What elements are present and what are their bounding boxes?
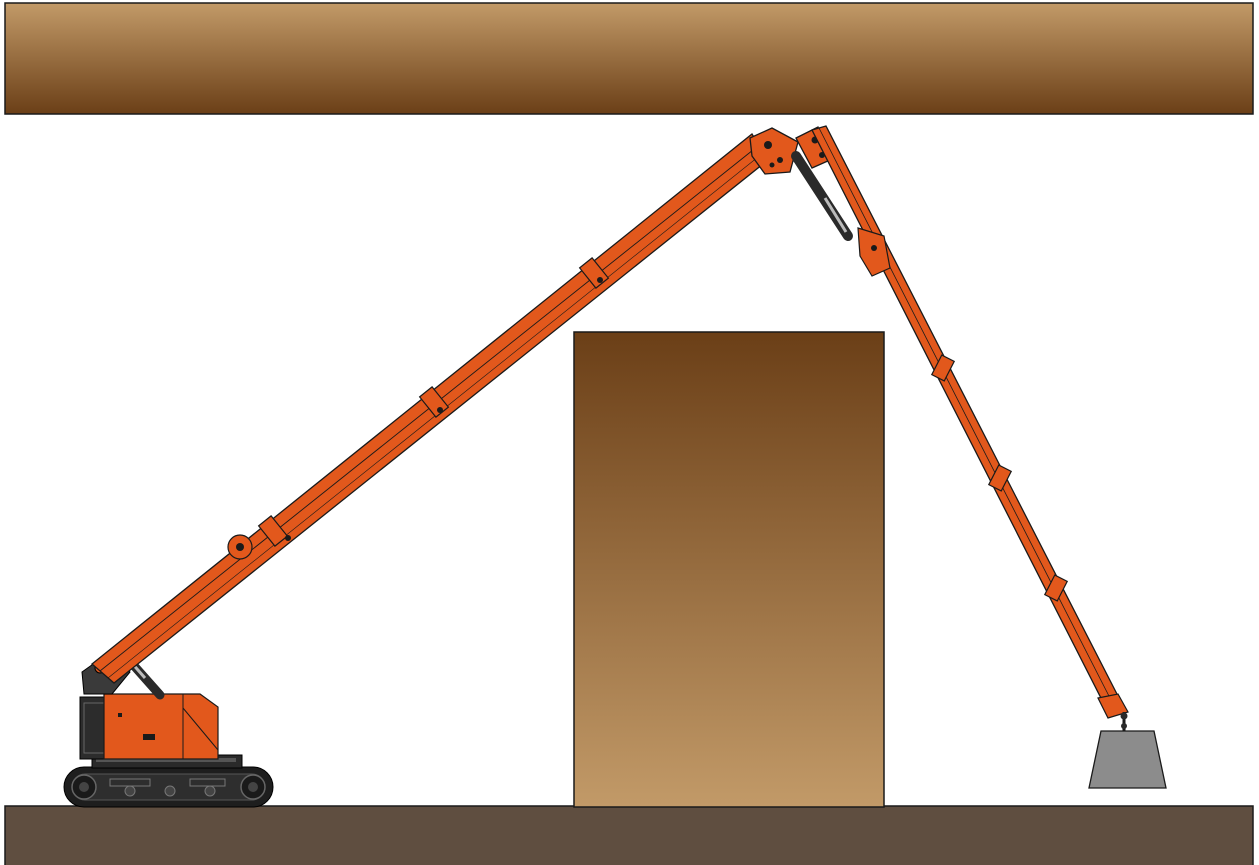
upper-structure	[103, 693, 219, 760]
obstacle-pillar	[573, 331, 885, 808]
hook	[1120, 712, 1128, 731]
demolition-machine	[63, 125, 1129, 808]
suspended-weight	[1088, 730, 1167, 789]
overhead-beam	[4, 2, 1254, 115]
crawler-track	[63, 766, 274, 808]
secondary-arm	[811, 125, 1129, 719]
ground	[4, 805, 1254, 865]
main-boom	[90, 133, 769, 684]
